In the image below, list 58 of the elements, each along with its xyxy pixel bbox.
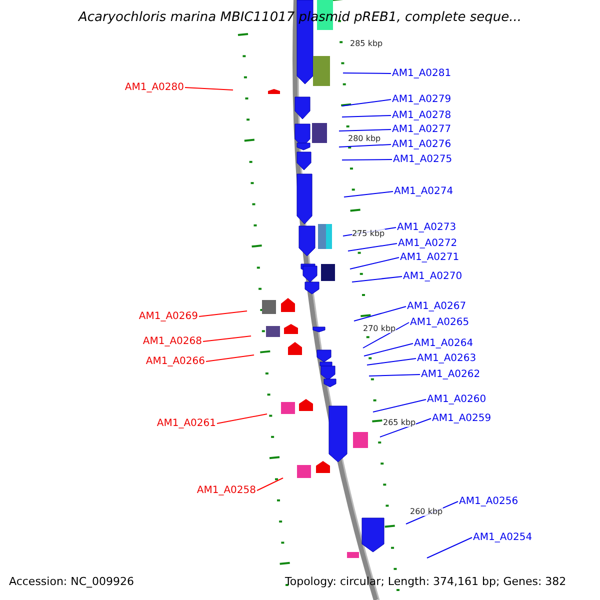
leader-line <box>342 115 392 118</box>
scale-label: 265 kbp <box>383 418 416 427</box>
gene-label: AM1_A0259 <box>432 412 492 425</box>
gene-label: AM1_A0264 <box>414 337 474 350</box>
gene-label: AM1_A0258 <box>196 484 256 497</box>
leader-line <box>368 374 420 376</box>
leader-line <box>348 243 398 252</box>
leader-line <box>338 129 392 132</box>
leader-line <box>372 399 426 412</box>
scale-label: 270 kbp <box>363 324 396 333</box>
accession-text: Accession: NC_009926 <box>9 575 134 588</box>
leader-line <box>216 414 268 424</box>
gene-label: AM1_A0270 <box>403 270 462 283</box>
leader-line <box>342 72 392 74</box>
gene-label: AM1_A0261 <box>156 417 216 430</box>
gene-label: AM1_A0271 <box>400 251 460 264</box>
scale-label: 275 kbp <box>352 229 385 238</box>
scale-label: 285 kbp <box>350 39 383 48</box>
gene-label: AM1_A0256 <box>459 495 518 508</box>
gene-label: AM1_A0279 <box>392 93 452 106</box>
map-title: Acaryochloris marina MBIC11017 plasmid pREB1, complete seque... <box>77 10 522 26</box>
gene-label: AM1_A0266 <box>146 355 205 368</box>
gene-label: AM1_A0274 <box>394 185 454 198</box>
gene-label: AM1_A0268 <box>142 335 202 348</box>
leader-line <box>184 87 234 90</box>
gene-label: AM1_A0281 <box>392 67 452 80</box>
gene-label: AM1_A0276 <box>392 138 452 151</box>
gene-label: AM1_A0280 <box>124 81 184 94</box>
gene-label: AM1_A0275 <box>393 153 452 166</box>
summary-text: Topology: circular; Length: 374,161 bp; Genes: 382 <box>285 575 566 588</box>
leader-line <box>338 144 392 148</box>
scale-label: 280 kbp <box>348 134 381 143</box>
gene-label: AM1_A0272 <box>398 237 458 250</box>
gene-label: AM1_A0265 <box>410 316 470 329</box>
scale-label: 260 kbp <box>410 507 443 516</box>
leader-line <box>352 276 402 282</box>
gene-label: AM1_A0277 <box>392 123 452 136</box>
leader-line <box>256 478 284 491</box>
leader-line <box>198 310 248 317</box>
leader-line <box>342 159 392 160</box>
leader-line <box>426 537 472 558</box>
gene-label: AM1_A0273 <box>397 221 456 234</box>
gene-label: AM1_A0254 <box>473 531 532 544</box>
gene-label: AM1_A0269 <box>138 310 198 323</box>
gene-label: AM1_A0267 <box>407 300 466 313</box>
gene-label: AM1_A0278 <box>392 109 452 122</box>
leader-line <box>366 358 416 366</box>
gene-label: AM1_A0260 <box>427 393 486 406</box>
leader-line <box>344 191 394 198</box>
leader-line <box>350 257 400 270</box>
leader-line <box>364 343 414 356</box>
leader-line <box>206 354 254 362</box>
leader-line <box>202 336 252 342</box>
leader-line <box>342 99 392 106</box>
gene-label: AM1_A0263 <box>417 352 476 365</box>
leader-line <box>362 322 410 348</box>
leader-line <box>354 306 406 322</box>
gene-label: AM1_A0262 <box>421 368 480 381</box>
